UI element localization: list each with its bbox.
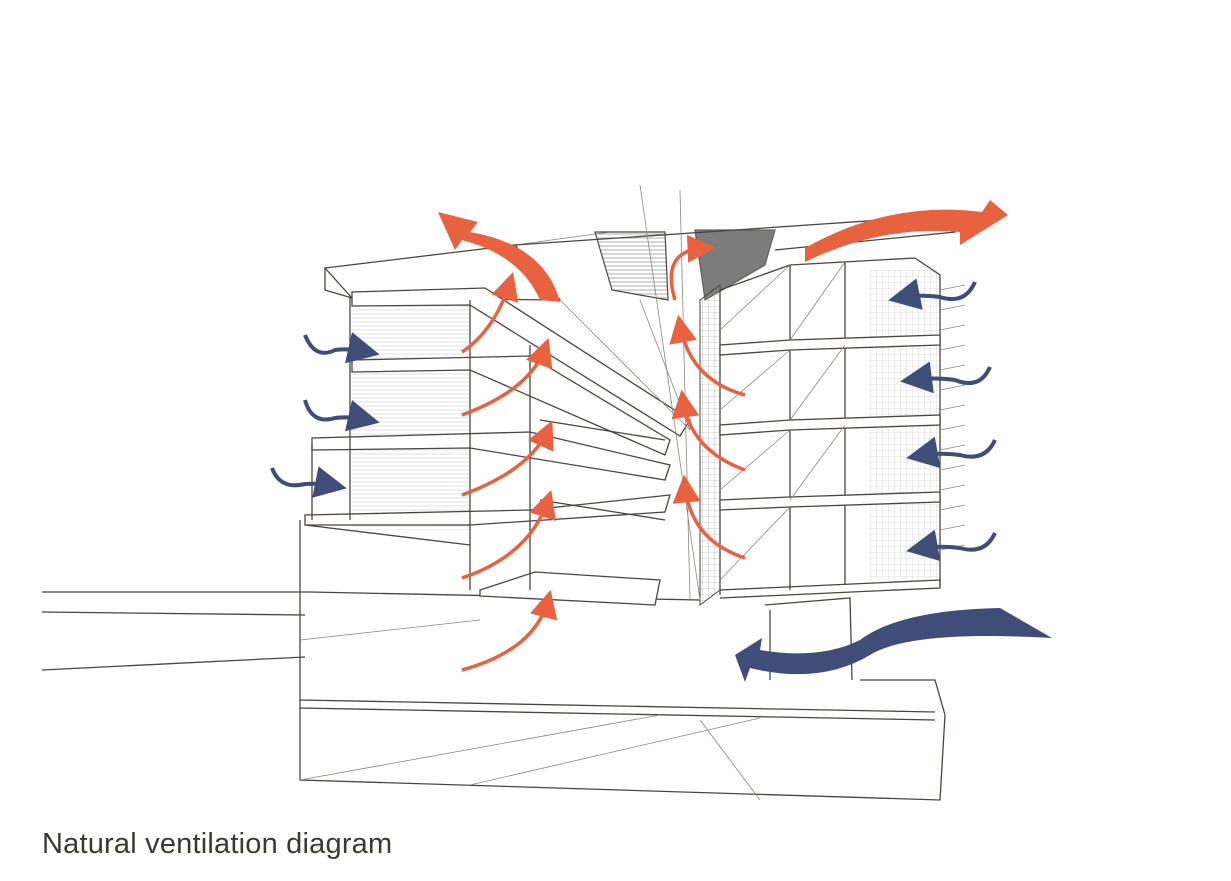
cool-air-arrow <box>303 399 380 432</box>
cool-air-ground-arrow <box>735 608 1052 682</box>
warm-air-arrow <box>461 271 519 354</box>
podium <box>299 520 946 801</box>
warm-air-arrow <box>461 338 553 417</box>
warm-air-arrow <box>461 490 556 580</box>
cool-air-arrow <box>888 278 977 310</box>
warm-air-arrow <box>669 314 746 397</box>
cool-air-arrow <box>906 529 997 562</box>
warm-air-arrow <box>461 420 554 497</box>
warm-air-arrow <box>461 589 558 672</box>
warm-air-arrow <box>671 389 746 472</box>
ground-lines <box>41 591 310 671</box>
warm-air-arrow <box>672 474 746 560</box>
cool-air-arrow <box>303 332 380 364</box>
cool-air-arrows <box>270 278 997 562</box>
cool-air-arrow <box>906 436 997 469</box>
warm-air-arrow <box>669 234 716 301</box>
warm-air-arrows <box>461 234 746 672</box>
right-wing <box>719 257 966 681</box>
cool-air-arrow <box>270 466 347 498</box>
cool-air-arrow <box>900 361 992 394</box>
exhaust-arrow-left <box>438 212 560 302</box>
exhaust-arrow-right <box>805 200 1008 262</box>
diagram-caption: Natural ventilation diagram <box>42 828 393 860</box>
